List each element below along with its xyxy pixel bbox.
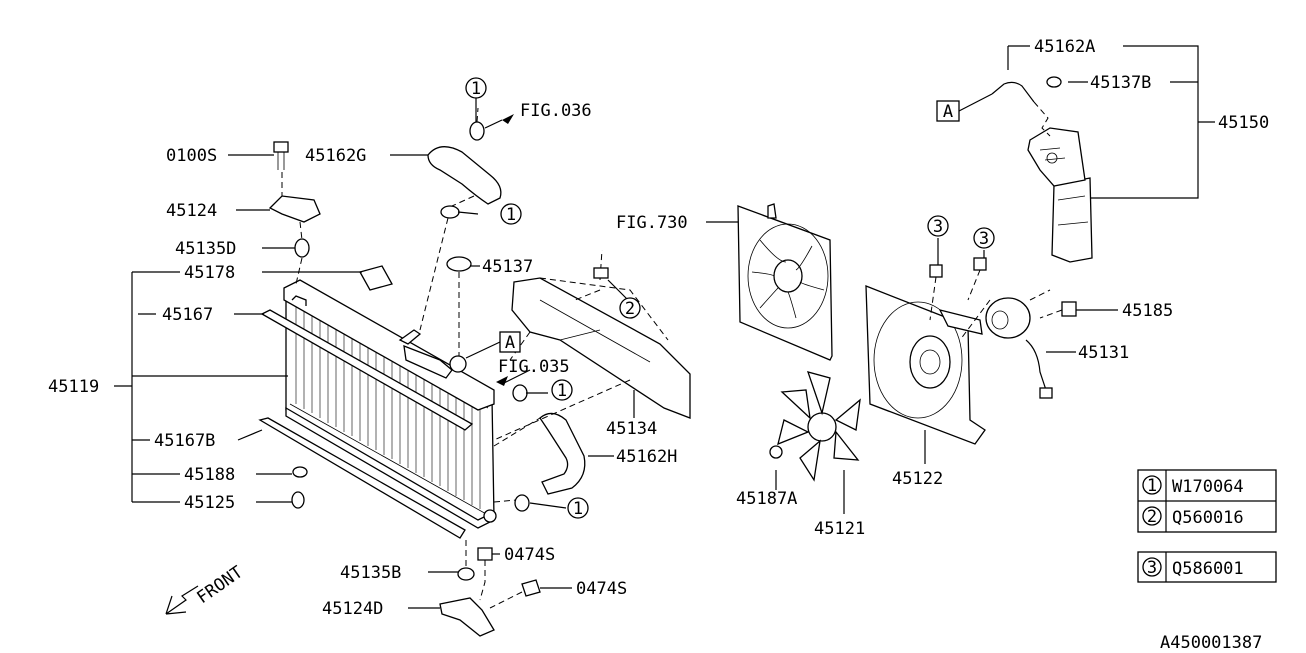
upper-hose-45162G — [419, 107, 514, 331]
label-45135B: 45135B — [340, 563, 401, 583]
label-45137: 45137 — [482, 257, 533, 277]
legend-num-1: 1 — [1147, 476, 1157, 496]
label-0474S-b: 0474S — [576, 579, 627, 599]
label-45137B: 45137B — [1090, 73, 1151, 93]
callout-1-c: 1 — [557, 381, 567, 401]
cushion-45135D — [294, 238, 310, 258]
cushion-45135B — [457, 540, 475, 581]
callout-1-b: 1 — [506, 205, 516, 225]
fan-45121 — [769, 371, 861, 482]
motor-45131 — [959, 289, 1053, 399]
bolt-0474S-a — [477, 547, 493, 601]
label-45178: 45178 — [184, 263, 235, 283]
part-number-labels: 45162A 45137B 45150 FIG.036 45162G 0100S… — [48, 37, 1269, 619]
reservoir-tank-45150 — [1027, 127, 1093, 263]
label-45185: 45185 — [1122, 301, 1173, 321]
callout-1-d: 1 — [573, 499, 583, 519]
label-fig036: FIG.036 — [520, 101, 592, 121]
label-45125: 45125 — [184, 493, 235, 513]
bolt-45185 — [1039, 301, 1077, 319]
reservoir-hose-45162A — [991, 81, 1051, 137]
callout-2: 2 — [625, 299, 635, 319]
radiator-45119 — [283, 279, 497, 529]
bolt-0100S — [273, 141, 289, 170]
ref-marker-right: A — [943, 102, 953, 122]
label-45122: 45122 — [892, 469, 943, 489]
label-45188: 45188 — [184, 465, 235, 485]
legend-part-3: Q586001 — [1172, 559, 1244, 579]
fan-shroud-45122 — [865, 285, 986, 445]
bolts-callout3 — [929, 257, 987, 321]
diagram-id: A450001387 — [1160, 633, 1262, 653]
callout-1-a: 1 — [471, 79, 481, 99]
legend-num-2: 2 — [1147, 507, 1157, 527]
label-45162H: 45162H — [616, 447, 677, 467]
legend-part-1: W170064 — [1172, 477, 1244, 497]
ref-marker-left: A — [505, 333, 515, 353]
label-45119: 45119 — [48, 377, 99, 397]
label-plate-45178 — [359, 265, 393, 291]
bolt-0474S-b — [489, 579, 541, 609]
label-45121: 45121 — [814, 519, 865, 539]
legend-table: 1 W170064 2 Q560016 3 Q586001 — [1137, 469, 1277, 583]
reservoir-cap-45137B — [1046, 76, 1062, 88]
seal-45167B — [258, 417, 466, 539]
lower-hose-45162H — [493, 384, 586, 512]
label-45150: 45150 — [1218, 113, 1269, 133]
bracket-45124 — [268, 195, 321, 223]
cover-45134 — [493, 249, 691, 441]
cushion-45125 — [291, 491, 305, 509]
label-0474S-a: 0474S — [504, 545, 555, 565]
label-fig035: FIG.035 — [498, 357, 570, 377]
label-0100S: 0100S — [166, 146, 217, 166]
label-45167B: 45167B — [154, 431, 215, 451]
front-label: FRONT — [193, 562, 246, 608]
legend-num-3: 3 — [1147, 558, 1157, 578]
label-45135D: 45135D — [175, 239, 236, 259]
label-45162A: 45162A — [1034, 37, 1095, 57]
label-fig730: FIG.730 — [616, 213, 688, 233]
callout-circles: 1 1 2 1 1 3 3 — [465, 77, 995, 519]
label-45131: 45131 — [1078, 343, 1129, 363]
leader-lines — [114, 96, 1118, 609]
legend-part-2: Q560016 — [1172, 508, 1244, 528]
label-45124D: 45124D — [322, 599, 383, 619]
front-direction-arrow: FRONT — [165, 562, 247, 615]
label-45187A: 45187A — [736, 489, 797, 509]
label-45124: 45124 — [166, 201, 217, 221]
callout-3-a: 3 — [933, 217, 943, 237]
callout-3-b: 3 — [979, 229, 989, 249]
seal-45167 — [260, 309, 474, 431]
washer-45188 — [292, 466, 308, 478]
fan-shroud-fig730 — [737, 203, 833, 361]
bracket-45124D — [439, 597, 495, 637]
label-45167: 45167 — [162, 305, 213, 325]
label-45134: 45134 — [606, 419, 657, 439]
label-45162G: 45162G — [305, 146, 366, 166]
radiator-cap-45137 — [446, 256, 472, 356]
